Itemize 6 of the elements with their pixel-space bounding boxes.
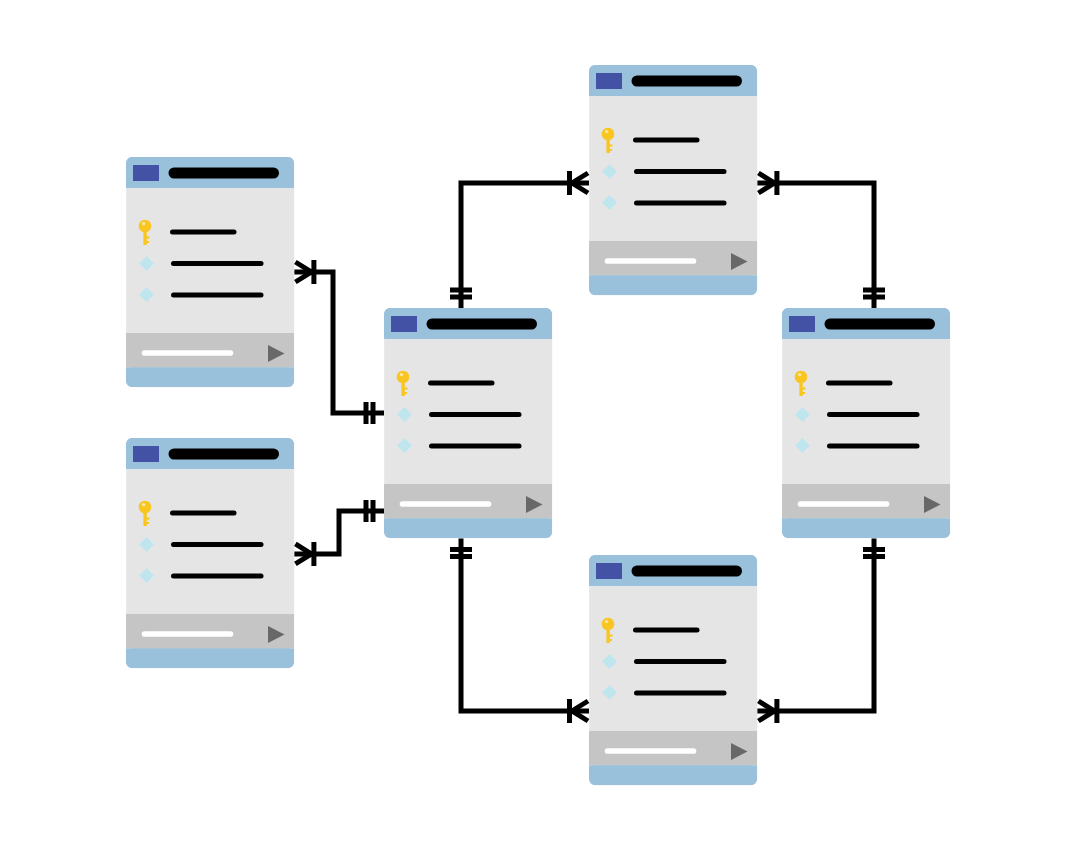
connector (292, 497, 384, 569)
connector (447, 538, 591, 726)
connector (755, 538, 888, 726)
connector (447, 168, 591, 308)
connector (292, 257, 384, 427)
connector (755, 168, 888, 308)
